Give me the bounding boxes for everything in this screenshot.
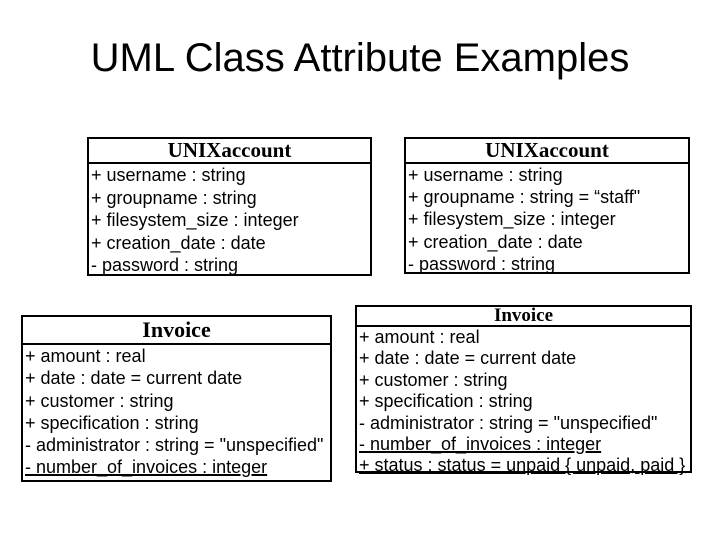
uml-class-invoice-basic: Invoice + amount : real + date : date = …: [21, 315, 332, 482]
uml-class-invoice-status: Invoice + amount : real + date : date = …: [355, 305, 692, 475]
attribute-line: + specification : string: [359, 391, 533, 412]
attribute-line: + customer : string: [25, 390, 174, 411]
uml-class-unixaccount-basic: UNIXaccount + username : string + groupn…: [87, 137, 372, 276]
attribute-line: + amount : real: [359, 327, 480, 347]
attribute-line-static: - number_of_invoices : integer: [25, 457, 268, 478]
attribute-compartment: + amount : real + date : date = current …: [23, 345, 330, 479]
attribute-line: + filesystem_size : integer: [91, 210, 299, 231]
attribute-compartment: + username : string + groupname : string…: [406, 164, 688, 275]
attribute-line: + date : date = current date: [25, 368, 243, 389]
attribute-line: + groupname : string = “staff": [408, 187, 641, 208]
attribute-line: - password : string: [91, 255, 239, 276]
uml-class-unixaccount-default: UNIXaccount + username : string + groupn…: [404, 137, 690, 274]
attribute-line: + amount : real: [25, 346, 146, 366]
attribute-line: + creation_date : date: [408, 231, 583, 252]
class-name-header: Invoice: [357, 306, 690, 327]
attribute-line: + groupname : string: [91, 187, 257, 208]
attribute-line: + username : string: [408, 165, 563, 185]
class-name-header: Invoice: [23, 317, 330, 345]
attribute-compartment: + username : string + groupname : string…: [89, 164, 370, 277]
attribute-line: + customer : string: [359, 369, 508, 390]
attribute-line-static: + status : status = unpaid { unpaid, pai…: [359, 455, 686, 476]
slide-title: UML Class Attribute Examples: [90, 36, 630, 80]
attribute-line: + username : string: [91, 165, 246, 185]
attribute-line: + creation_date : date: [91, 232, 266, 253]
attribute-line: - administrator : string = "unspecified": [25, 435, 324, 456]
attribute-compartment: + amount : real + date : date = current …: [357, 327, 690, 477]
attribute-line: + filesystem_size : integer: [408, 209, 616, 230]
attribute-line: - administrator : string = "unspecified": [359, 412, 658, 433]
class-name-header: UNIXaccount: [406, 139, 688, 164]
attribute-line-static: - number_of_invoices : integer: [359, 434, 602, 455]
attribute-line: + specification : string: [25, 412, 199, 433]
attribute-line: + date : date = current date: [359, 348, 577, 369]
attribute-line: - password : string: [408, 253, 556, 274]
class-name-header: UNIXaccount: [89, 139, 370, 164]
